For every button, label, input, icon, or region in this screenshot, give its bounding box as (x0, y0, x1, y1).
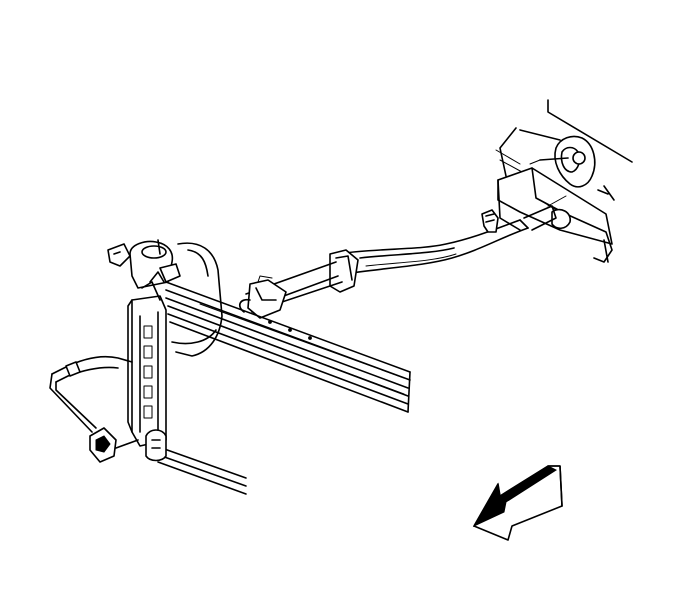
fuel-tank-shield (171, 242, 223, 357)
lower-frame-rail (155, 445, 247, 495)
crossmember-slots (143, 325, 153, 419)
sensor-connector (89, 427, 117, 463)
center-hanger-bracket (238, 275, 287, 319)
tail-pipe (335, 205, 557, 275)
hanger-clip (481, 209, 499, 233)
rubber-isolator-mount (529, 135, 596, 188)
frame-rail (165, 281, 411, 413)
exhaust-pipe (245, 249, 359, 313)
sensor-wire (49, 355, 139, 449)
filler-neck (107, 239, 181, 289)
vertical-crossmember (127, 271, 167, 462)
rear-mount-bracket (497, 167, 613, 263)
frame-rivets (268, 320, 312, 340)
direction-arrow (472, 465, 563, 541)
rear-body-panel (495, 99, 633, 201)
